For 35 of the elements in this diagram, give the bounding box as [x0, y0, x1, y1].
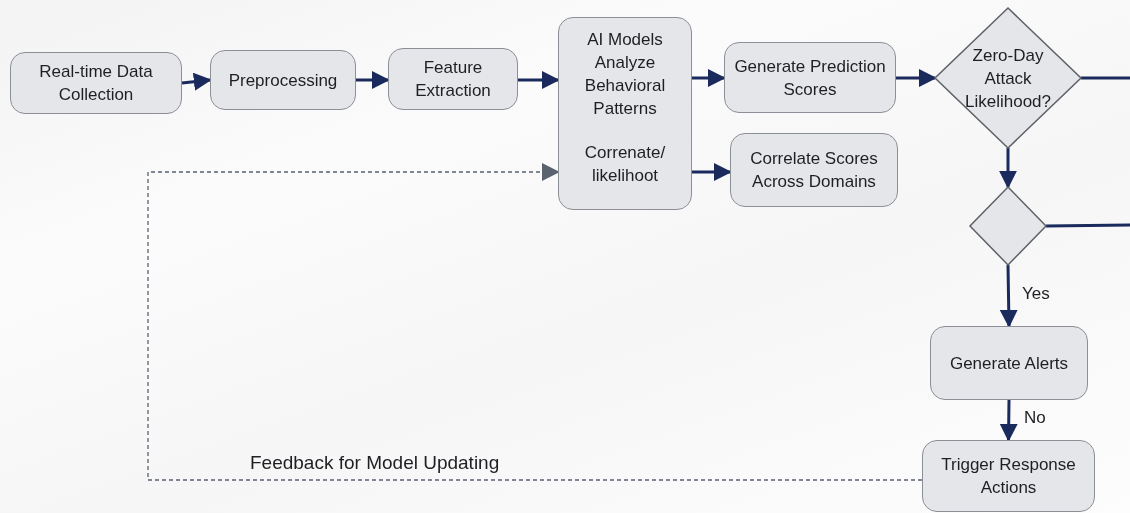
- node-label: Trigger Response Actions: [940, 454, 1077, 499]
- process-box: [922, 440, 1095, 512]
- arrow: [896, 69, 937, 87]
- arrow: [692, 163, 732, 181]
- connector-line: [1081, 76, 1130, 80]
- arrow: [356, 71, 390, 89]
- edge-label: No: [1024, 408, 1046, 428]
- process-box: [388, 48, 518, 110]
- node-label: Zero-Day Attack Likelihood?: [964, 44, 1052, 113]
- arrow: [518, 71, 560, 89]
- node-label: Real-time Data Collection: [38, 61, 154, 106]
- arrow: [692, 69, 726, 87]
- decision-diamond: [935, 8, 1081, 148]
- process-box: [930, 326, 1088, 400]
- arrow: [999, 264, 1018, 328]
- process-box: [558, 17, 692, 210]
- node-label: Feature Extraction: [414, 57, 492, 102]
- connector-line: [1046, 223, 1130, 228]
- node-label: Correnate/ likelihoot: [583, 142, 667, 187]
- process-box: [724, 42, 896, 113]
- arrow: [181, 72, 212, 91]
- arrow: [999, 399, 1018, 442]
- decision-diamond: [970, 187, 1046, 265]
- node-label: Generate Prediction Scores: [733, 55, 887, 101]
- node-label: Generate Alerts: [949, 352, 1069, 375]
- node-label: AI Models Analyze Behavioral Patterns: [583, 29, 667, 120]
- process-box: [730, 133, 898, 207]
- arrow: [999, 148, 1017, 189]
- node-label: Correlate Scores Across Domains: [749, 148, 879, 193]
- node-label: Preprocessing: [228, 69, 338, 92]
- feedback-arrow: [147, 163, 923, 481]
- edge-label: Yes: [1022, 284, 1050, 304]
- process-box: [210, 50, 356, 110]
- process-box: [10, 52, 182, 114]
- edge-label: Feedback for Model Updating: [250, 452, 500, 474]
